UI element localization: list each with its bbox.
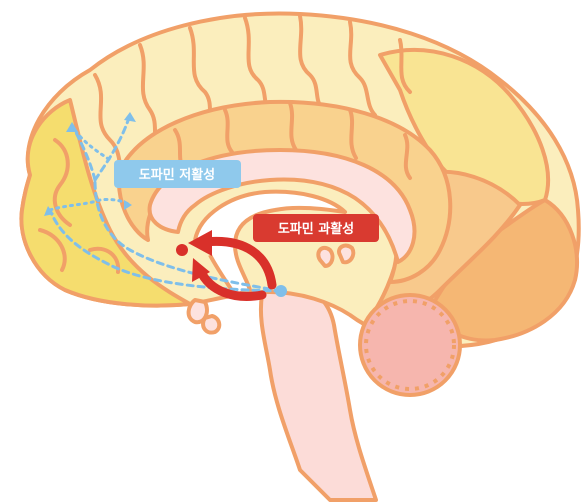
vta-dot	[275, 285, 287, 297]
high-activity-label: 도파민 과활성	[253, 214, 379, 242]
low-activity-text: 도파민 저활성	[139, 167, 215, 183]
striatum-dot	[176, 244, 188, 256]
cerebellum	[360, 295, 460, 395]
low-activity-label: 도파민 저활성	[114, 160, 241, 188]
high-activity-text: 도파민 과활성	[278, 221, 354, 237]
